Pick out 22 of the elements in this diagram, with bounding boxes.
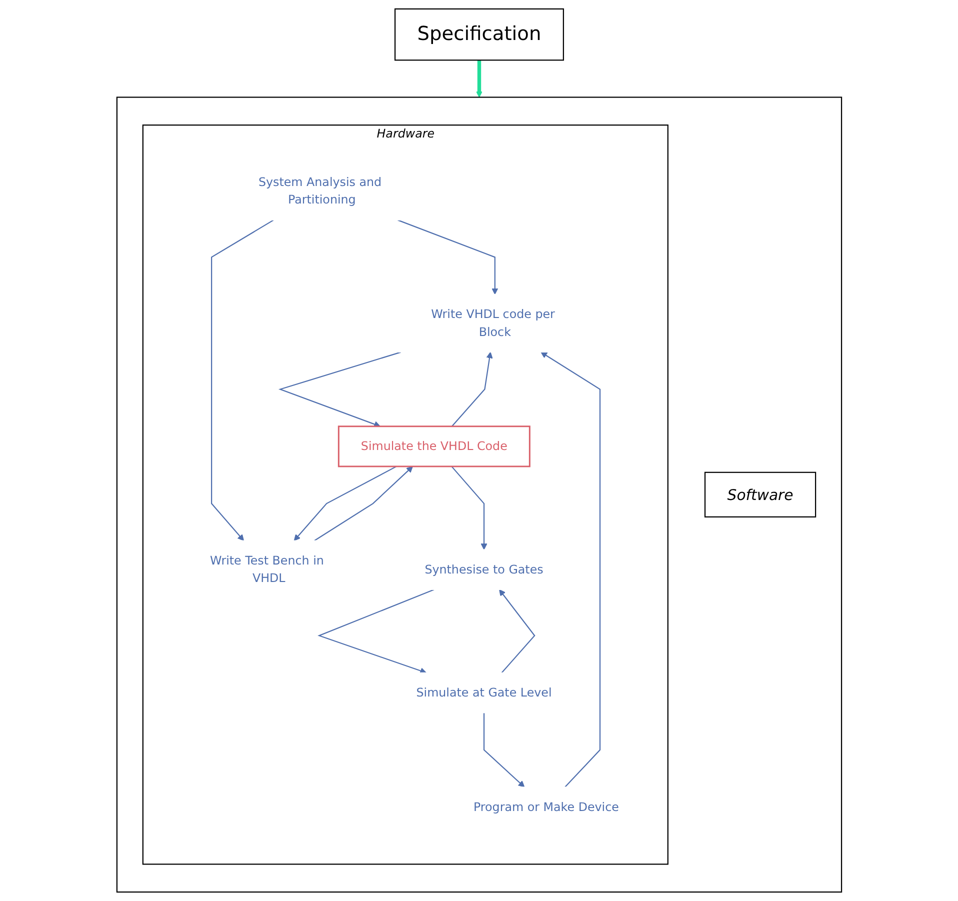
arrow (210, 220, 274, 541)
arrow (314, 466, 413, 542)
node-text: Program or Make Device (473, 800, 619, 814)
node-box: Specification (394, 8, 564, 61)
arrow (278, 352, 401, 428)
arrow (540, 352, 600, 788)
arrow (317, 589, 434, 674)
node-box: Simulate the VHDL Code (338, 426, 530, 468)
arrow (450, 466, 488, 550)
arrow (397, 220, 498, 295)
node-text: Synthesise to Gates (424, 562, 544, 576)
node-box: Software (704, 472, 816, 518)
cluster (116, 96, 842, 893)
node-text: Write VHDL code per Block (430, 306, 555, 339)
arrow (483, 712, 524, 788)
arrow (498, 589, 536, 674)
arrow (294, 466, 396, 541)
arrow (476, 60, 482, 98)
node-text: System Analysis and Partitioning (258, 174, 382, 207)
node-text: Simulate at Gate Level (416, 685, 552, 700)
arrow (451, 352, 493, 427)
node-text: Write Test Bench in VHDL (210, 553, 324, 586)
